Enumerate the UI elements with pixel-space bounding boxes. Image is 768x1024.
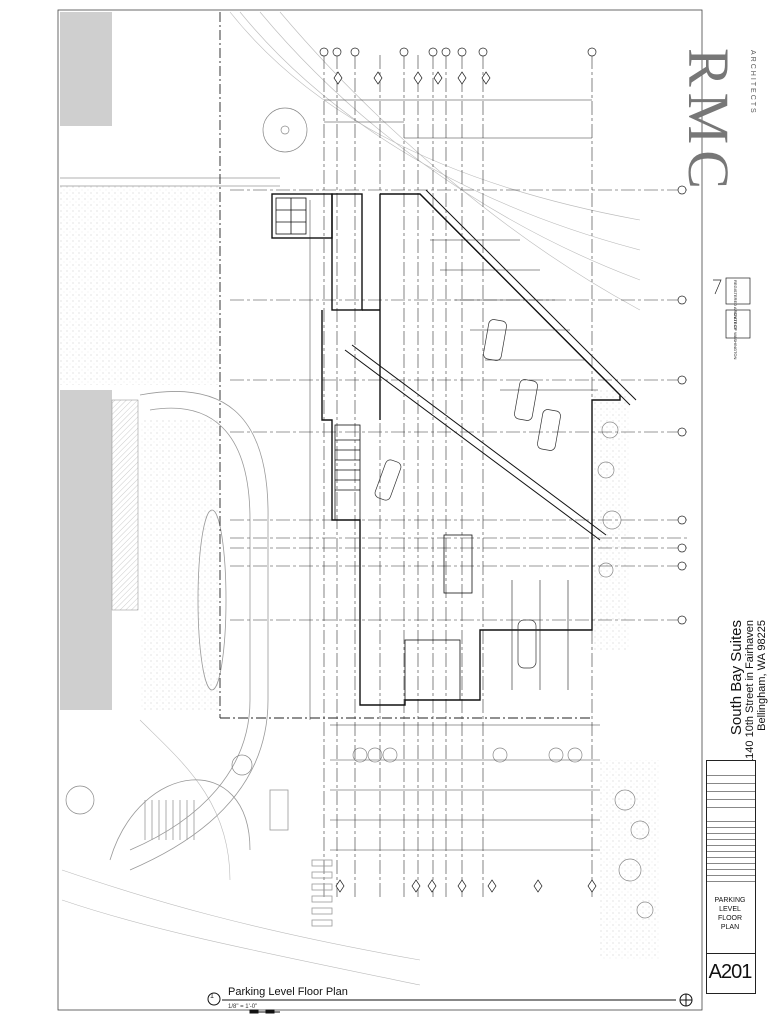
dimension-lines (309, 99, 600, 726)
parked-cars (374, 319, 561, 669)
grid-bubbles-right (677, 185, 687, 625)
lower-parking-lines (330, 759, 600, 851)
firm-logo: RMC (676, 48, 741, 195)
firm-tagline: ARCHITECTS (749, 50, 756, 115)
plan-scale: 1/8" = 1'-0" (228, 1004, 258, 1010)
project-address-line2: Bellingham, WA 98225 (756, 620, 768, 731)
sheet-title: PARKING LEVEL FLOOR PLAN (708, 896, 752, 932)
grid-lines-vertical (323, 55, 593, 900)
property-line (219, 12, 592, 719)
site-steps (269, 789, 333, 927)
road-curb (60, 177, 280, 871)
neighbor-buildings (60, 12, 139, 710)
site-ground (60, 185, 660, 960)
plan-title: Parking Level Floor Plan (228, 986, 348, 998)
diagonal-wall (344, 189, 637, 541)
crosswalk (144, 800, 195, 840)
topo-contours (61, 11, 641, 986)
plan-title-rule (207, 992, 693, 1014)
architect-stamps (713, 277, 751, 339)
sheet-border (57, 9, 703, 1011)
grid-bubbles-top (319, 47, 597, 57)
trees (65, 107, 654, 919)
title-block (706, 760, 756, 994)
stair-core (275, 197, 473, 701)
sheet-title-line1: PARKING LEVEL (714, 897, 746, 913)
project-name: South Bay Suites (728, 620, 745, 736)
plan-marker: 1 (210, 993, 214, 1000)
sheet-title-line2: FLOOR PLAN (717, 915, 743, 931)
sheet-number: A201 (708, 961, 753, 983)
project-address-line1: 1140 10th Street in Fairhaven (744, 620, 756, 765)
parking-stalls (430, 239, 598, 690)
section-markers (333, 71, 597, 893)
stamp-state: STATE OF WASHINGTON (733, 312, 738, 360)
